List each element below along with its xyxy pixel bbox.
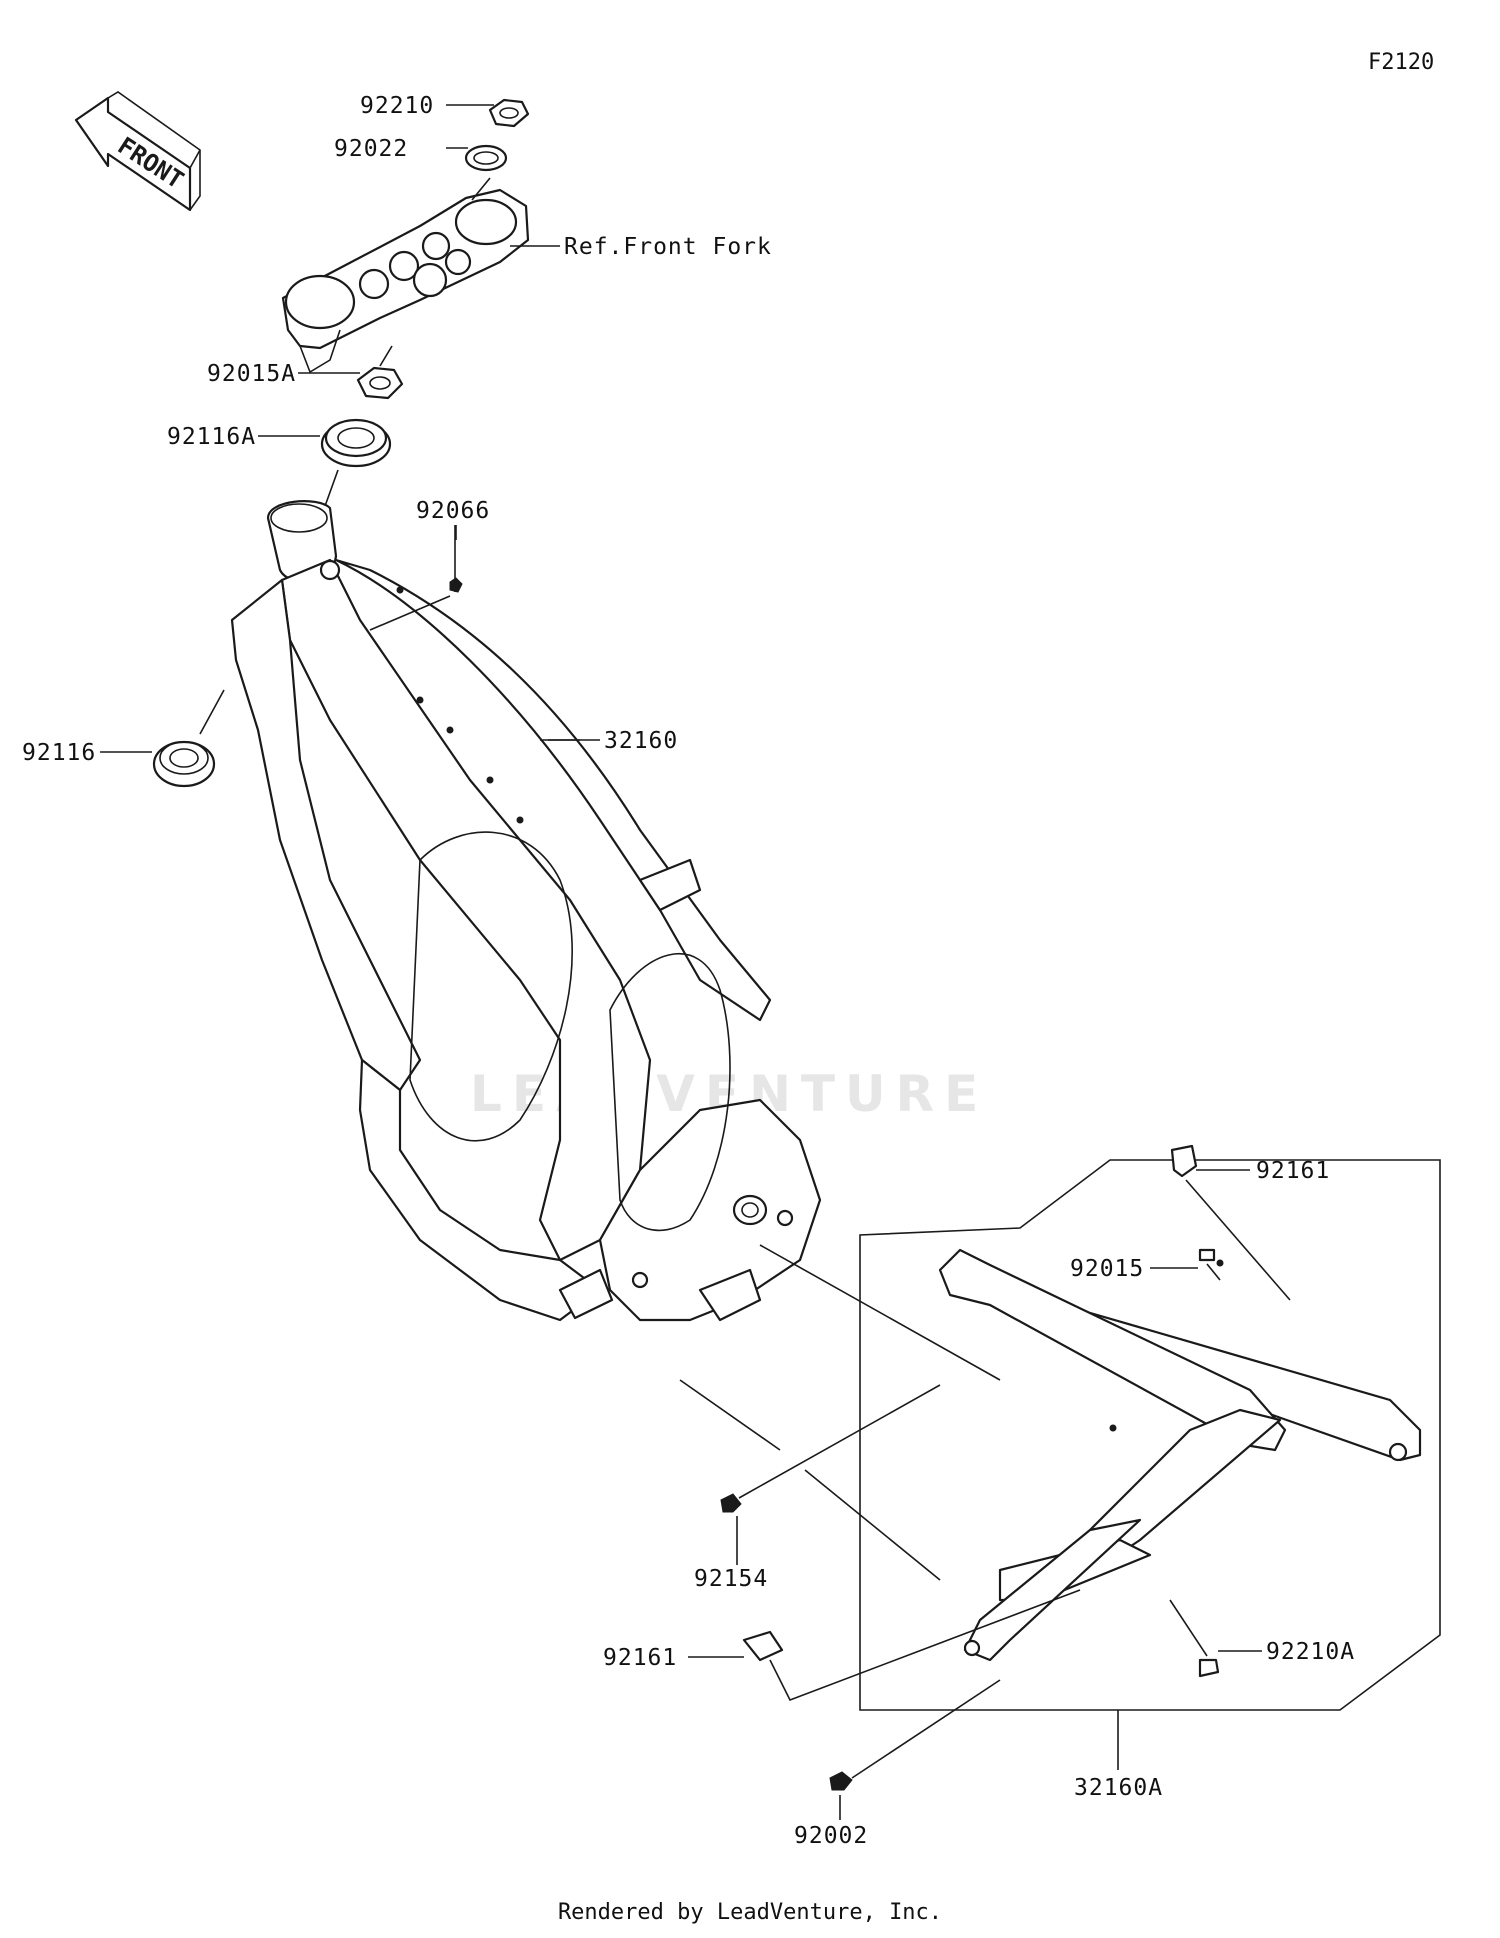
frame-clip-top-icon — [1170, 1144, 1291, 1301]
figure-code: F2120 — [1368, 50, 1435, 75]
callout-92161-bottom: 92161 — [603, 1645, 678, 1671]
small-bolt-icon — [369, 525, 463, 631]
alignment-line — [679, 1379, 781, 1451]
callout-92210A: 92210A — [1266, 1639, 1356, 1665]
callout-32160: 32160 — [604, 728, 679, 754]
callout-92210: 92210 — [360, 93, 435, 119]
flange-bolt-icon — [720, 1384, 941, 1565]
alignment-line — [759, 1244, 1001, 1381]
callout-ref-front-fork: Ref.Front Fork — [564, 234, 772, 260]
callout-92154: 92154 — [694, 1566, 769, 1592]
locknut-icon — [356, 345, 404, 400]
callout-leaders — [100, 104, 1262, 1770]
render-credit: Rendered by LeadVenture, Inc. — [557, 1900, 943, 1925]
frame-down-tube-assembly-icon — [859, 1159, 1441, 1711]
upper-triple-clamp-icon — [281, 177, 530, 374]
callout-92015: 92015 — [1070, 1256, 1145, 1282]
frame-clip-bottom-icon — [742, 1589, 1081, 1702]
callout-92022: 92022 — [334, 136, 409, 162]
steering-stem-nut-icon — [488, 98, 530, 128]
callout-92161-top: 92161 — [1256, 1158, 1331, 1184]
front-arrow-icon: FRONT — [74, 91, 201, 212]
callout-92015A: 92015A — [207, 361, 297, 387]
callout-92116A: 92116A — [167, 424, 257, 450]
nut-icon — [1198, 1248, 1221, 1281]
alignment-line — [804, 1469, 941, 1581]
bolt-icon — [829, 1679, 1001, 1820]
callout-92066: 92066 — [416, 498, 491, 524]
hex-bolt-icon — [1169, 1599, 1220, 1678]
lower-steering-bearing-icon — [152, 689, 225, 788]
upper-steering-bearing-icon — [319, 418, 392, 521]
main-frame-icon — [230, 500, 822, 1322]
callout-32160A: 32160A — [1074, 1775, 1164, 1801]
callout-92116: 92116 — [22, 740, 97, 766]
washer-icon — [464, 144, 508, 172]
callout-92002: 92002 — [794, 1823, 869, 1849]
